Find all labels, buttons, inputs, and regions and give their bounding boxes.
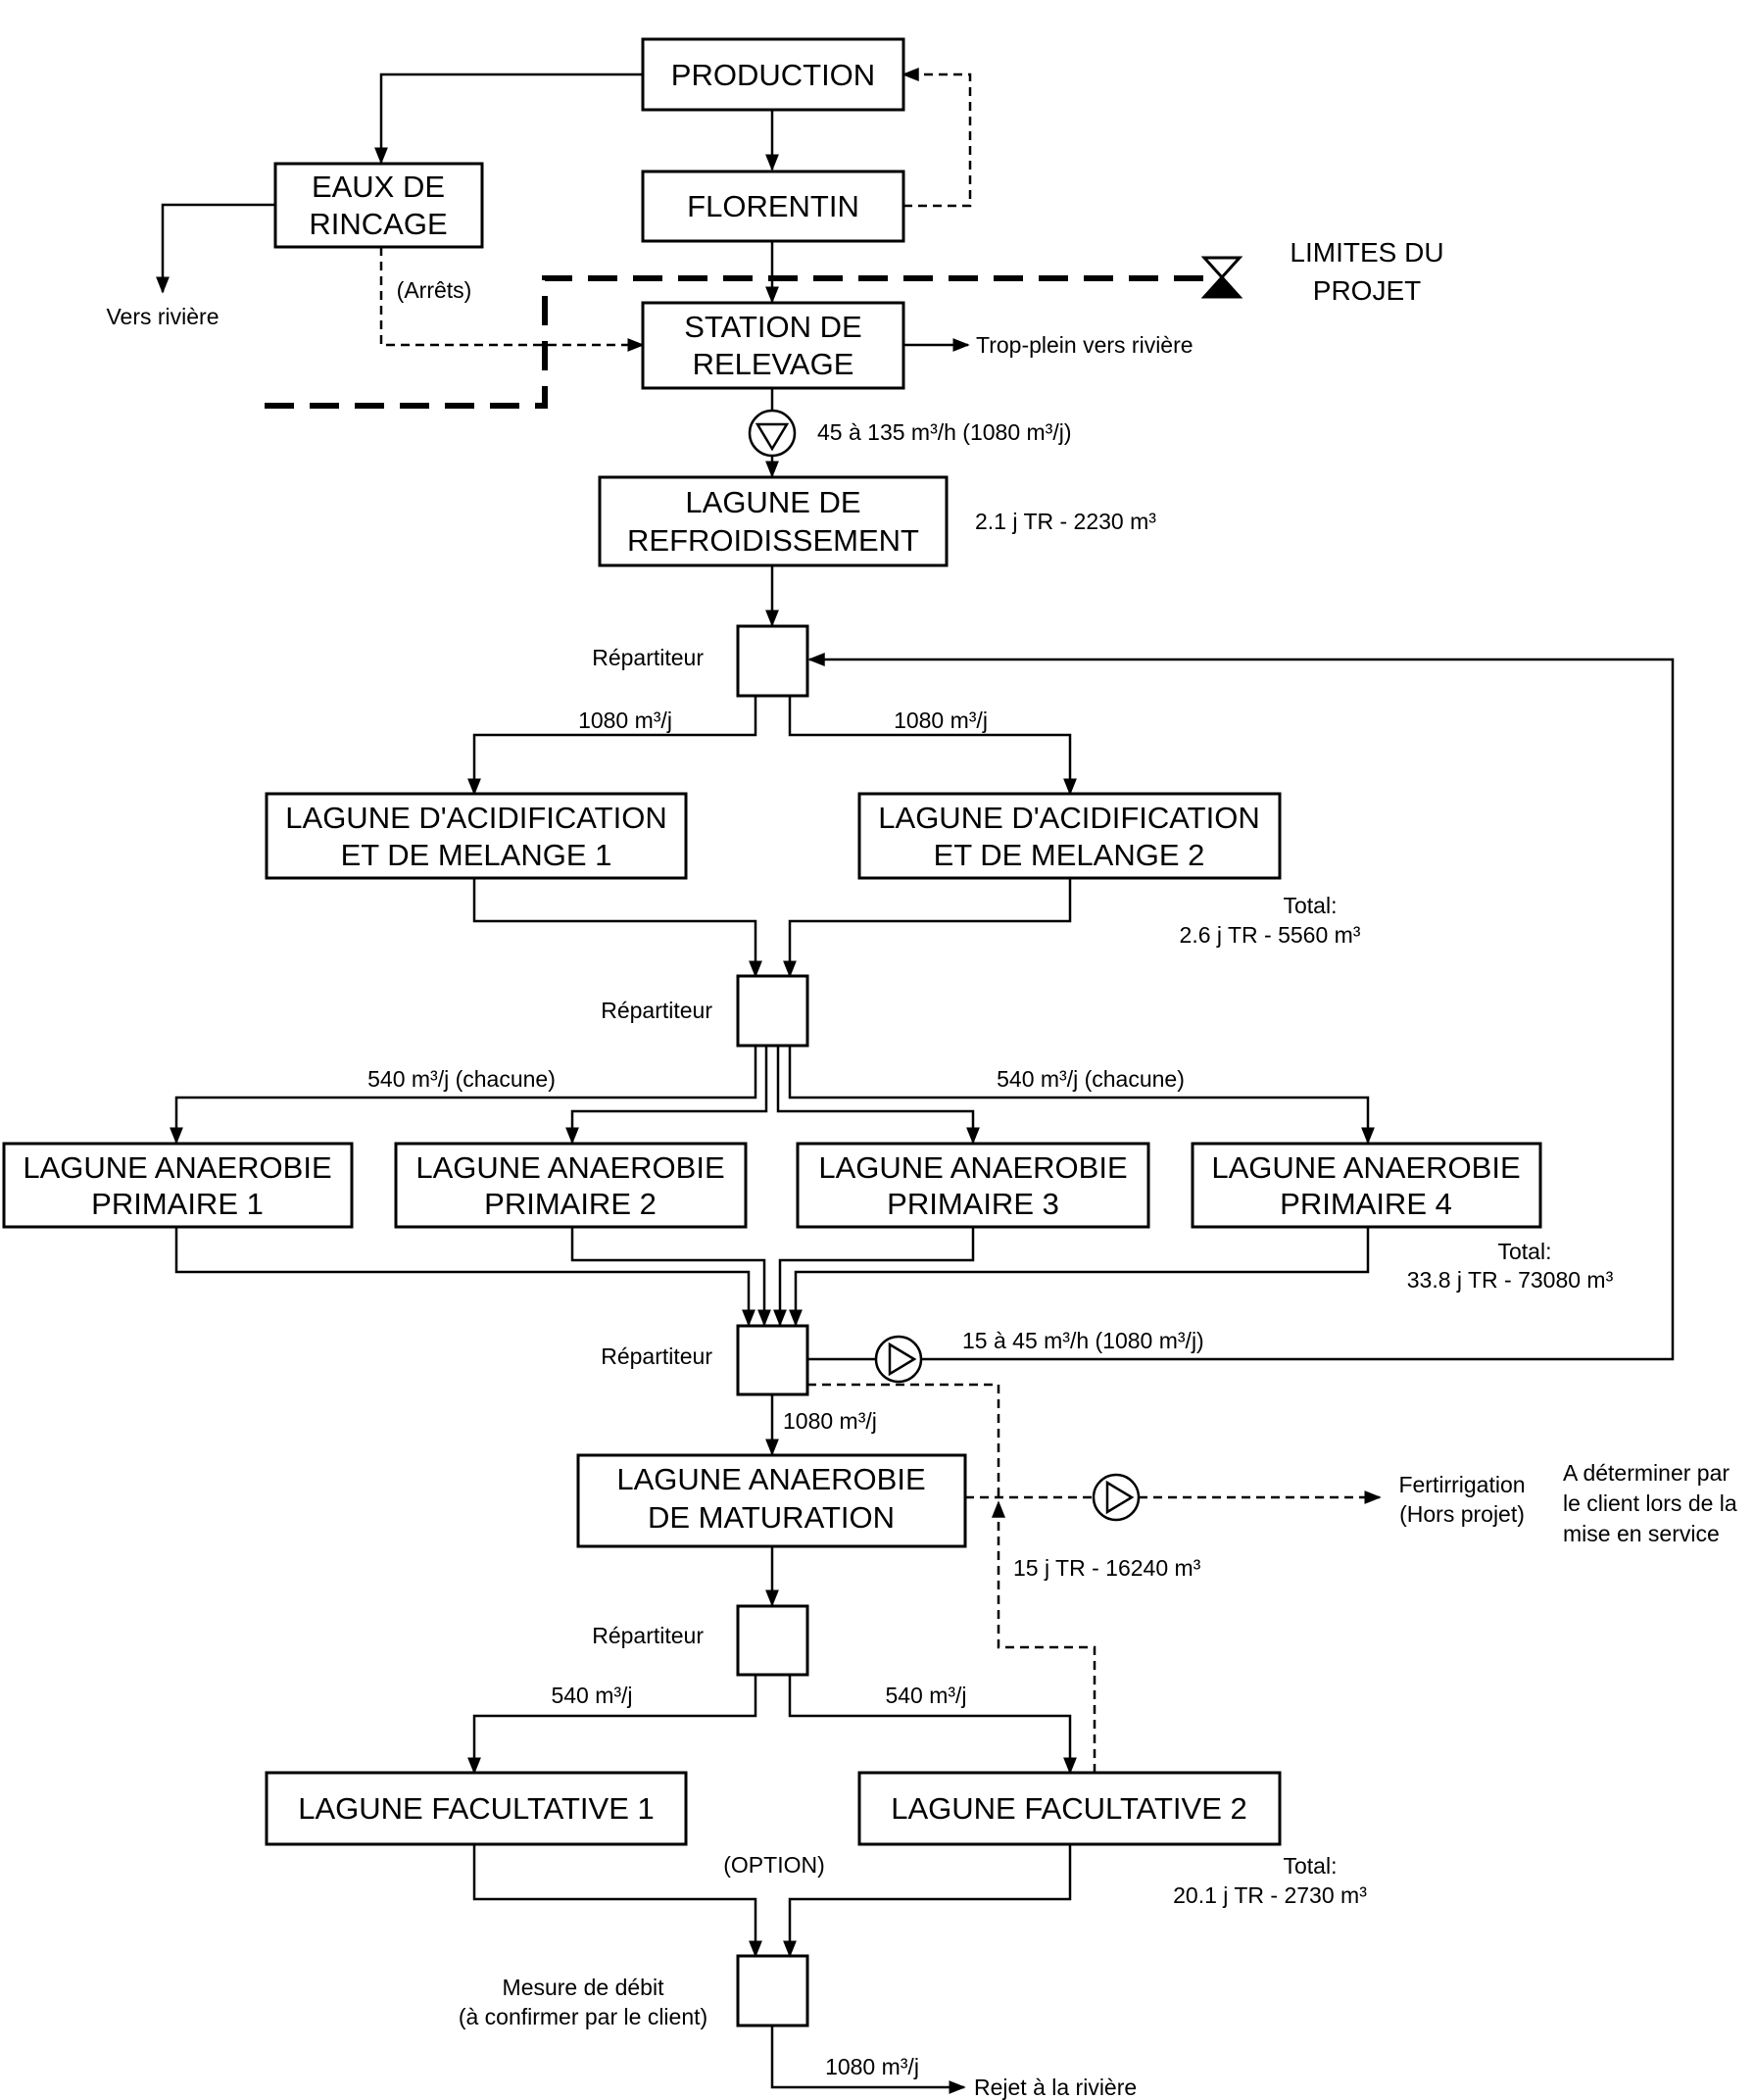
node-maturation-line2: DE MATURATION xyxy=(648,1500,895,1535)
fertirrigation-line1: Fertirrigation xyxy=(1398,1472,1525,1497)
node-eaux-rincage: EAUX DE RINCAGE xyxy=(273,162,484,249)
total-anaerobie-line1: Total: xyxy=(1498,1239,1552,1264)
node-anae2-line1: LAGUNE ANAEROBIE xyxy=(415,1150,724,1185)
flow-1080-rejet-label: 1080 m³/j xyxy=(825,2054,919,2079)
node-anaerobie-1: LAGUNE ANAEROBIE PRIMAIRE 1 xyxy=(2,1142,354,1229)
vers-riviere-label: Vers rivière xyxy=(106,304,219,329)
refroidissement-tr-label: 2.1 j TR - 2230 m³ xyxy=(975,509,1156,534)
pump-3-icon xyxy=(1092,1473,1141,1522)
flow-540-right-label: 540 m³/j xyxy=(885,1683,966,1708)
node-station-relevage: STATION DE RELEVAGE xyxy=(641,301,905,390)
node-anaerobie-4: LAGUNE ANAEROBIE PRIMAIRE 4 xyxy=(1191,1142,1542,1229)
total-acid-line2: 2.6 j TR - 5560 m³ xyxy=(1180,922,1361,948)
repartiteur-1-label: Répartiteur xyxy=(592,645,704,670)
pump-1-flow-label: 45 à 135 m³/h (1080 m³/j) xyxy=(817,419,1072,445)
rejet-riviere-label: Rejet à la rivière xyxy=(974,2075,1137,2100)
node-refroidissement-line1: LAGUNE DE xyxy=(685,485,860,519)
node-facultative-2: LAGUNE FACULTATIVE 2 xyxy=(857,1771,1282,1846)
total-anaerobie-line2: 33.8 j TR - 73080 m³ xyxy=(1407,1267,1614,1293)
solid-flow-lines xyxy=(156,73,1675,2094)
repartiteur-2-label: Répartiteur xyxy=(601,998,712,1023)
flow-540-each-left-label: 540 m³/j (chacune) xyxy=(367,1066,556,1092)
arrets-label: (Arrêts) xyxy=(397,277,472,303)
option-label: (OPTION) xyxy=(723,1852,825,1878)
boundary-marker-icon-fill xyxy=(1200,274,1243,299)
node-florentin: FLORENTIN xyxy=(641,170,905,243)
node-acid1-line2: ET DE MELANGE 1 xyxy=(341,838,612,872)
flow-1080-maturation-label: 1080 m³/j xyxy=(783,1408,877,1434)
a-determiner-line3: mise en service xyxy=(1563,1521,1720,1546)
node-maturation: LAGUNE ANAEROBIE DE MATURATION xyxy=(576,1453,967,1548)
node-acid2-line2: ET DE MELANGE 2 xyxy=(934,838,1205,872)
node-fac2-label: LAGUNE FACULTATIVE 2 xyxy=(891,1791,1246,1826)
a-determiner-line1: A déterminer par xyxy=(1563,1460,1730,1486)
node-eaux-rincage-line2: RINCAGE xyxy=(309,207,447,241)
node-station-line1: STATION DE xyxy=(684,310,861,344)
repartiteur-4-label: Répartiteur xyxy=(592,1623,704,1648)
total-facultative-line2: 20.1 j TR - 2730 m³ xyxy=(1173,1882,1367,1908)
repartiteur-3-label: Répartiteur xyxy=(601,1343,712,1369)
node-anae2-line2: PRIMAIRE 2 xyxy=(484,1187,657,1221)
flow-540-each-right-label: 540 m³/j (chacune) xyxy=(997,1066,1185,1092)
node-acid2-line1: LAGUNE D'ACIDIFICATION xyxy=(878,801,1259,835)
node-florentin-label: FLORENTIN xyxy=(687,189,859,223)
node-eaux-rincage-line1: EAUX DE xyxy=(312,170,445,204)
limites-projet-line2: PROJET xyxy=(1313,275,1421,306)
node-station-line2: RELEVAGE xyxy=(693,347,854,381)
node-anae1-line2: PRIMAIRE 1 xyxy=(91,1187,264,1221)
maturation-tr-label: 15 j TR - 16240 m³ xyxy=(1013,1555,1201,1581)
node-anae4-line1: LAGUNE ANAEROBIE xyxy=(1211,1150,1520,1185)
flow-1080-right-label: 1080 m³/j xyxy=(894,708,988,733)
node-production-label: PRODUCTION xyxy=(671,58,875,92)
repartiteur-1 xyxy=(736,624,809,698)
pump-2-icon xyxy=(874,1335,923,1384)
node-acidification-1: LAGUNE D'ACIDIFICATION ET DE MELANGE 1 xyxy=(265,792,688,880)
fertirrigation-line2: (Hors projet) xyxy=(1399,1501,1525,1527)
repartiteur-4 xyxy=(736,1604,809,1677)
a-determiner-line2: le client lors de la xyxy=(1563,1490,1737,1516)
repartiteur-3 xyxy=(736,1324,809,1396)
total-facultative-line1: Total: xyxy=(1284,1853,1338,1879)
node-anae4-line2: PRIMAIRE 4 xyxy=(1280,1187,1452,1221)
node-anaerobie-2: LAGUNE ANAEROBIE PRIMAIRE 2 xyxy=(394,1142,748,1229)
node-anae1-line1: LAGUNE ANAEROBIE xyxy=(23,1150,331,1185)
pump-1-icon xyxy=(748,409,797,458)
node-anaerobie-3: LAGUNE ANAEROBIE PRIMAIRE 3 xyxy=(796,1142,1150,1229)
node-acidification-2: LAGUNE D'ACIDIFICATION ET DE MELANGE 2 xyxy=(857,792,1282,880)
trop-plein-label: Trop-plein vers rivière xyxy=(976,332,1194,358)
project-boundary xyxy=(265,256,1243,409)
pump-2-flow-label: 15 à 45 m³/h (1080 m³/j) xyxy=(962,1328,1204,1353)
repartiteur-2 xyxy=(736,974,809,1048)
node-anae3-line1: LAGUNE ANAEROBIE xyxy=(818,1150,1127,1185)
node-lagune-refroidissement: LAGUNE DE REFROIDISSEMENT xyxy=(598,475,949,567)
node-production: PRODUCTION xyxy=(641,37,905,112)
boundary-marker-icon xyxy=(1200,256,1243,280)
mesure-debit-line2: (à confirmer par le client) xyxy=(459,2004,707,2029)
node-refroidissement-line2: REFROIDISSEMENT xyxy=(627,523,919,558)
limites-projet-line1: LIMITES DU xyxy=(1290,237,1443,268)
mesure-debit-box xyxy=(736,1954,809,2027)
flow-1080-left-label: 1080 m³/j xyxy=(578,708,672,733)
mesure-debit-line1: Mesure de débit xyxy=(503,1975,665,2000)
node-anae3-line2: PRIMAIRE 3 xyxy=(887,1187,1059,1221)
flow-540-left-label: 540 m³/j xyxy=(551,1683,632,1708)
node-maturation-line1: LAGUNE ANAEROBIE xyxy=(616,1462,925,1496)
total-acid-line1: Total: xyxy=(1284,893,1338,918)
dashed-flow-lines xyxy=(379,68,1382,1773)
node-fac1-label: LAGUNE FACULTATIVE 1 xyxy=(298,1791,654,1826)
node-acid1-line1: LAGUNE D'ACIDIFICATION xyxy=(285,801,666,835)
node-facultative-1: LAGUNE FACULTATIVE 1 xyxy=(265,1771,688,1846)
